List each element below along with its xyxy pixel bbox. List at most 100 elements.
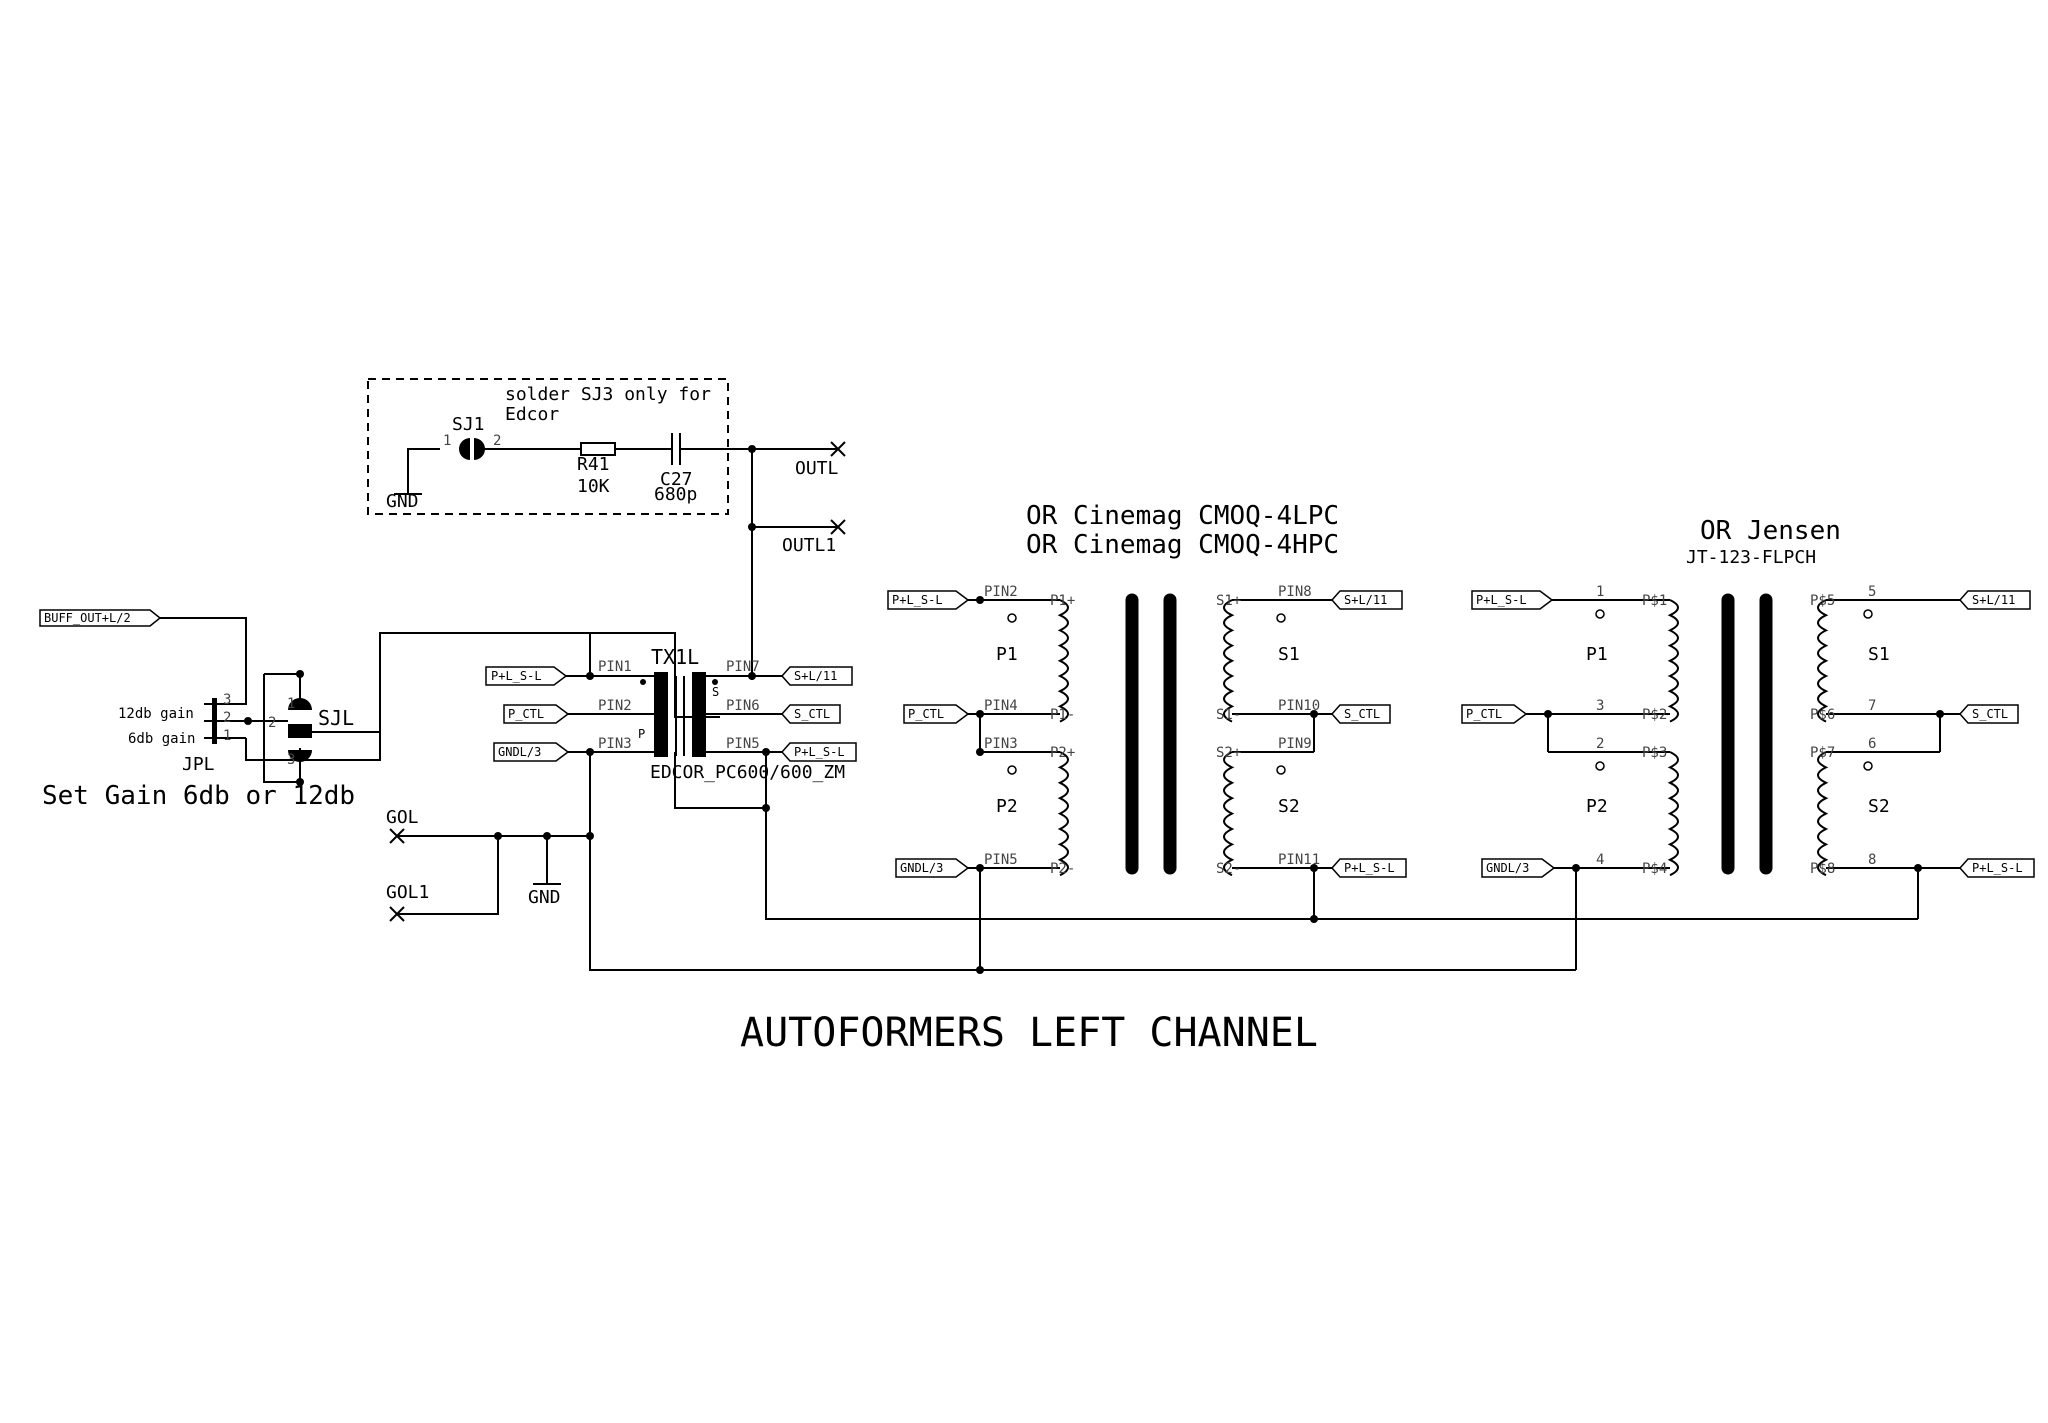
cinemag-pin2: PIN2	[984, 584, 1018, 600]
cinemag-pin3: PIN3	[984, 736, 1018, 752]
tx1l-tag-gndl: GNDL/3	[498, 745, 541, 759]
jensen-left-tags	[1461, 590, 1556, 878]
tx1l-tag-s-l-11: S+L/11	[794, 669, 837, 683]
jensen-pin2: 2	[1596, 736, 1604, 752]
cinemag-coil-p2p: P2+	[1050, 745, 1075, 761]
tx1l-dot-p	[640, 679, 646, 685]
jensen-coil-p4: P$4	[1642, 861, 1667, 877]
cinemag-p1: P1	[996, 644, 1018, 665]
jensen-dot-s1	[1863, 609, 1873, 619]
tx1l-tag-p-l: P+L_S-L	[491, 669, 542, 683]
outl1-label: OUTL1	[782, 535, 836, 556]
tx1l-pin7: PIN7	[726, 659, 760, 675]
tx1l-s-mark: S	[712, 685, 719, 699]
jpl-wiring	[160, 617, 720, 761]
tx1l-core	[654, 672, 706, 757]
jensen-pin1: 1	[1596, 584, 1604, 600]
tx1l-secondary-tags	[780, 666, 857, 762]
tx1l-pin2: PIN2	[598, 698, 632, 714]
jensen-s1: S1	[1868, 644, 1890, 665]
gnd-label-top: GND	[386, 491, 419, 512]
sjl-pin2: 2	[268, 715, 276, 731]
sjl-pin3: 3	[287, 752, 295, 768]
jensen-line1: OR Jensen	[1700, 516, 1841, 546]
jensen-pin7: 7	[1868, 698, 1876, 714]
cinemag-coil-p1m: P1-	[1050, 707, 1075, 723]
jpl-pin2: 2	[223, 710, 231, 726]
jensen-pin8: 8	[1868, 852, 1876, 868]
cinemag-tag-gndl: GNDL/3	[900, 861, 943, 875]
tx1l-pin5: PIN5	[726, 736, 760, 752]
ground-symbol-top	[394, 448, 440, 495]
outl-wiring	[748, 441, 846, 680]
jpl-gain12: 12db gain	[118, 706, 194, 722]
cinemag-coil-p1p: P1+	[1050, 593, 1075, 609]
jensen-dot-p2	[1595, 761, 1605, 771]
cinemag-left-wiring	[968, 596, 1069, 974]
cinemag-tag-p-l-s: P+L_S-L	[1344, 861, 1395, 875]
gol-wiring	[389, 828, 594, 922]
jpl-name: JPL	[182, 754, 215, 775]
jensen-dot-p1	[1595, 609, 1605, 619]
jensen-tag-gndl: GNDL/3	[1486, 861, 1529, 875]
diagram-title: AUTOFORMERS LEFT CHANNEL	[740, 1010, 1318, 1056]
jensen-pin6: 6	[1868, 736, 1876, 752]
solder-jumper-sj1	[459, 438, 546, 460]
cinemag-line2: OR Cinemag CMOQ-4HPC	[1026, 530, 1339, 560]
note-line1: solder SJ3 only for	[505, 384, 711, 405]
jensen-dot-s2	[1863, 761, 1873, 771]
tx1l-tag-p-l-s: P+L_S-L	[794, 745, 845, 759]
jensen-right-wiring	[1817, 599, 1960, 919]
jensen-left-wiring	[1526, 599, 1679, 970]
cinemag-pin11: PIN11	[1278, 852, 1320, 868]
jensen-coil-p5: P$5	[1810, 593, 1835, 609]
sj1-pin1: 1	[443, 433, 451, 449]
tx1l-dot-s	[712, 679, 718, 685]
jensen-line2: JT-123-FLPCH	[1686, 547, 1816, 568]
cinemag-line1: OR Cinemag CMOQ-4LPC	[1026, 501, 1339, 531]
jensen-tag-p-l-s: P+L_S-L	[1972, 861, 2023, 875]
jensen-pin5: 5	[1868, 584, 1876, 600]
c27-name: C27	[660, 469, 693, 490]
resistor-r41	[546, 442, 672, 456]
note-box	[367, 378, 729, 515]
tx1l-tag-p-ctl: P_CTL	[508, 707, 544, 721]
jensen-p2: P2	[1586, 796, 1608, 817]
tx1l-pin3: PIN3	[598, 736, 632, 752]
cinemag-p2: P2	[996, 796, 1018, 817]
cinemag-pin9: PIN9	[1278, 736, 1312, 752]
bus-lines	[589, 808, 1918, 971]
jensen-coil-p7: P$7	[1810, 745, 1835, 761]
jensen-coil-p6: P$6	[1810, 707, 1835, 723]
cinemag-tag-s-ctl: S_CTL	[1344, 707, 1380, 721]
tx1l-tag-s-ctl: S_CTL	[794, 707, 830, 721]
tx1l-name: TX1L	[651, 645, 699, 669]
cinemag-dot-p1	[1007, 613, 1017, 623]
tx1l-part: EDCOR_PC600/600_ZM	[650, 762, 845, 783]
gol1-label: GOL1	[386, 882, 429, 903]
cinemag-coil-s1m: S1-	[1216, 707, 1241, 723]
jpl-pin3: 3	[223, 692, 231, 708]
cinemag-dot-s2	[1276, 765, 1286, 775]
cinemag-pin10: PIN10	[1278, 698, 1320, 714]
cinemag-right-wiring	[1223, 599, 1332, 923]
jensen-coil-p8: P$8	[1810, 861, 1835, 877]
jpl-pin1: 1	[223, 728, 231, 744]
cinemag-s2: S2	[1278, 796, 1300, 817]
tx1l-primary-tags	[485, 666, 570, 762]
jumper-jpl	[204, 698, 222, 744]
r41-name: R41	[577, 454, 610, 475]
sj1-label: SJ1	[452, 414, 485, 435]
cinemag-tag-p-ctl: P_CTL	[908, 707, 944, 721]
tx1l-pin6: PIN6	[726, 698, 760, 714]
sjl-pin1: 1	[287, 696, 295, 712]
jensen-right-tags	[1958, 590, 2035, 878]
sjl-name: SJL	[318, 706, 354, 730]
jensen-coil-p1: P$1	[1642, 593, 1667, 609]
jensen-coil-p2: P$2	[1642, 707, 1667, 723]
jensen-tag-s-ctl: S_CTL	[1972, 707, 2008, 721]
cinemag-pin8: PIN8	[1278, 584, 1312, 600]
jpl-gain6: 6db gain	[128, 731, 195, 747]
jensen-s2: S2	[1868, 796, 1890, 817]
gol-label: GOL	[386, 807, 419, 828]
